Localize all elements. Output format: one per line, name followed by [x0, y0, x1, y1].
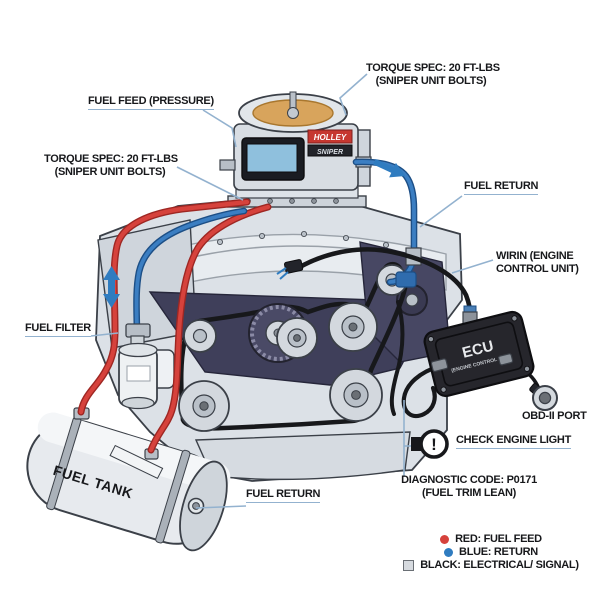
sniper-efi-unit: HOLLEY SNIPER: [219, 91, 372, 208]
label-fuel-feed: FUEL FEED (PRESSURE): [88, 95, 214, 110]
air-horn-hub: [287, 107, 299, 119]
square-icon: [403, 559, 415, 571]
pulley-water-pump: [276, 317, 318, 359]
callout-lines: [90, 73, 494, 509]
filter-label: [126, 365, 151, 382]
flow-arrow-return: [373, 158, 406, 178]
icon-circle: [419, 429, 449, 459]
wiring-line2: CONTROL UNIT): [496, 262, 579, 275]
legend: RED: FUEL FEED BLUE: RETURN BLACK: ELECT…: [398, 533, 584, 571]
arrow-head-up: [103, 266, 120, 280]
check-engine-icon: !: [411, 429, 449, 459]
pulley-ps: [178, 380, 230, 432]
engine-wire-down: [389, 300, 405, 416]
torque-top-line2: (SNIPER UNIT BOLTS): [375, 74, 487, 87]
obd-ring-hole: [538, 391, 552, 405]
check-engine-text: CHECK ENGINE LIGHT: [456, 434, 571, 449]
torque-left-line2: (SNIPER UNIT BOLTS): [54, 165, 166, 178]
obd-port-text: OBD-II PORT: [522, 410, 587, 422]
engine-block: [95, 198, 463, 482]
label-check-engine: CHECK ENGINE LIGHT: [456, 434, 571, 449]
callout-fuel-feed: [202, 109, 237, 148]
sniper-badge: [307, 144, 353, 157]
ecu-screws: [427, 315, 531, 393]
tank-strap-right: [155, 449, 191, 544]
torque-top-line1: TORQUE SPEC: 20 FT-LBS: [366, 62, 500, 74]
fuel-tank: [26, 412, 231, 552]
tank-label-plate: [109, 444, 164, 480]
label-obd-port: OBD-II PORT: [522, 410, 587, 423]
fuel-return-right-text: FUEL RETURN: [464, 180, 538, 195]
torque-left-line1: TORQUE SPEC: 20 FT-LBS: [44, 153, 178, 165]
arrow-head: [389, 162, 406, 178]
callout-torque-top: [339, 73, 368, 116]
callout-wiring: [451, 259, 494, 274]
arrow-head-down: [103, 294, 120, 308]
fuel-return-bottom-text: FUEL RETURN: [246, 488, 320, 503]
arrow-shaft-vertical: [108, 278, 115, 296]
label-fuel-filter: FUEL FILTER: [25, 322, 91, 337]
callout-fuel-return-right: [419, 195, 463, 228]
ecu-unit: ECU (ENGINE CONTROL UNIT): [423, 310, 535, 398]
return-elbow: [395, 271, 417, 288]
pulley-idler-left: [183, 319, 217, 353]
legend-row-blue: BLUE: RETURN: [444, 546, 538, 558]
connector-wires: [276, 267, 289, 280]
obd-ii-port: [529, 383, 558, 411]
arrow-shaft: [373, 158, 395, 174]
label-torque-spec-left: TORQUE SPEC: 20 FT-LBS (SNIPER UNIT BOLT…: [44, 153, 178, 179]
fuel-return-left: [134, 209, 246, 340]
legend-row-black: BLACK: ELECTRICAL/ SIGNAL): [403, 559, 579, 571]
fuel-inlet-fitting: [219, 159, 236, 171]
ecu-body: [423, 310, 535, 398]
pulley-idler-upper: [328, 302, 378, 352]
filter-bottom: [121, 396, 155, 410]
fuel-filter-text: FUEL FILTER: [25, 322, 91, 337]
wiring-line1: WIRIN (ENGINE: [496, 250, 574, 262]
label-torque-spec-top: TORQUE SPEC: 20 FT-LBS (SNIPER UNIT BOLT…: [366, 62, 500, 88]
legend-blue-text: BLUE: RETURN: [459, 546, 538, 558]
blue-dot-icon: [444, 547, 454, 557]
label-diagnostic-code: DIAGNOSTIC CODE: P0171 (FUEL TRIM LEAN): [400, 474, 538, 500]
sniper-badge-text: SNIPER: [317, 149, 343, 156]
callout-fuel-return-bottom: [195, 505, 247, 509]
red-dot-icon: [440, 534, 450, 544]
flow-arrow-feed: [103, 266, 120, 308]
filter-top: [118, 342, 158, 358]
label-wiring-ecu: WIRIN (ENGINE CONTROL UNIT): [496, 250, 579, 276]
ecu-right-port: [498, 353, 514, 366]
label-fuel-return-bottom: FUEL RETURN: [246, 488, 320, 503]
fuel-feed-line2: [148, 204, 271, 453]
efi-screen: [246, 143, 298, 173]
holley-badge: [307, 129, 353, 144]
diagnostic-line2: (FUEL TRIM LEAN): [422, 486, 516, 499]
legend-red-text: RED: FUEL FEED: [455, 533, 542, 545]
callout-fuel-filter: [90, 332, 119, 337]
pulley-crank: [329, 368, 383, 422]
manifold-bolts: [216, 230, 389, 248]
fuel-filter: [118, 323, 158, 410]
ecu-harness-left-loop: [401, 363, 443, 419]
filter-fitting: [125, 323, 151, 338]
fuel-feed-text: FUEL FEED (PRESSURE): [88, 95, 214, 110]
legend-black-text: BLACK: ELECTRICAL/ SIGNAL): [420, 559, 579, 571]
icon-tab: [411, 437, 421, 451]
alternator-hub: [405, 293, 419, 307]
legend-row-red: RED: FUEL FEED: [440, 533, 542, 545]
diagnostic-line1: DIAGNOSTIC CODE: P0171: [401, 474, 537, 486]
pulleys: [178, 264, 408, 432]
icon-exclamation: !: [431, 435, 437, 454]
callout-torque-left: [176, 166, 244, 201]
holley-badge-text: HOLLEY: [314, 133, 347, 142]
label-fuel-return-right: FUEL RETURN: [464, 180, 538, 195]
ecu-left-port: [430, 358, 449, 372]
